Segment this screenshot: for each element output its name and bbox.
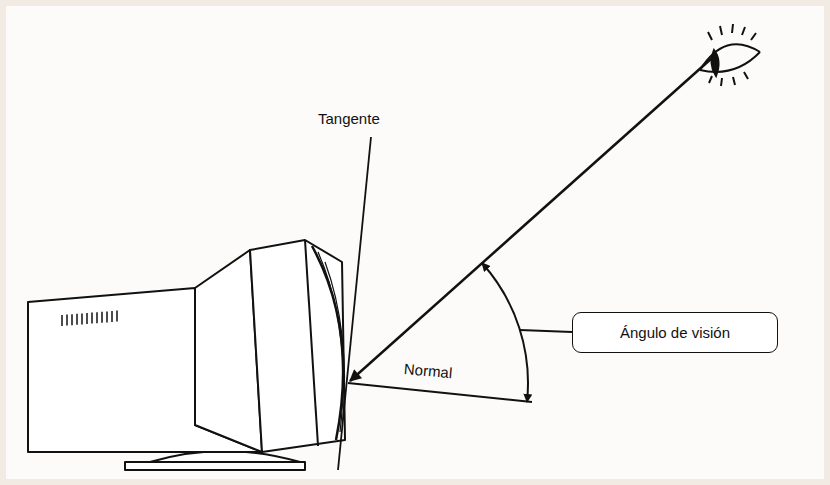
vent-slot bbox=[116, 311, 118, 322]
callout-text: Ángulo de visión bbox=[620, 324, 730, 341]
vent-slot bbox=[106, 311, 108, 322]
vent-slot bbox=[81, 313, 83, 324]
vent-slot bbox=[96, 312, 98, 323]
callout-box: Ángulo de visión bbox=[572, 312, 778, 353]
vent-slot bbox=[76, 314, 78, 325]
tangent-label: Tangente bbox=[318, 110, 380, 128]
vent-slot bbox=[66, 315, 68, 326]
vent-slot bbox=[86, 313, 88, 324]
vent-slot bbox=[71, 314, 73, 325]
vent-slot bbox=[61, 315, 63, 326]
vent-slot bbox=[101, 312, 103, 323]
eye-symbol bbox=[700, 24, 760, 86]
vent-slot bbox=[111, 311, 113, 322]
vent-slot bbox=[91, 313, 93, 324]
